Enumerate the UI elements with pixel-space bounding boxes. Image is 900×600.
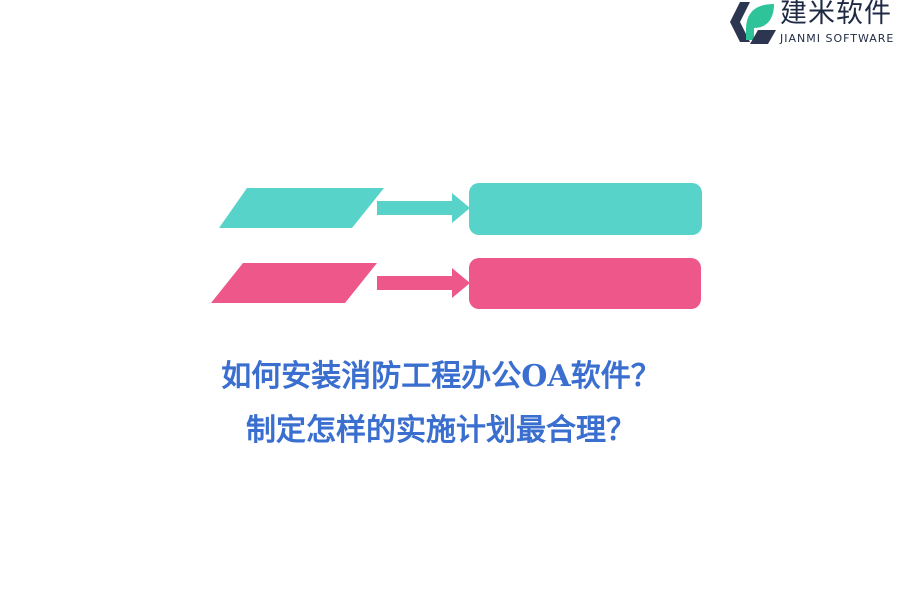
logo-title: 建米软件 [780, 0, 892, 29]
pink-box [469, 258, 701, 309]
pink-parallelogram [211, 263, 377, 303]
teal-parallelogram [219, 188, 384, 228]
teal-box [469, 183, 702, 235]
pink-arrow [377, 268, 470, 298]
caption-line-2: 制定怎样的实施计划最合理？ [246, 413, 636, 448]
caption-line-1: 如何安装消防工程办公OA软件？ [221, 359, 661, 394]
teal-arrow [377, 193, 470, 223]
logo-subtitle: JIANMI SOFTWARE [780, 32, 895, 45]
logo-mark-icon [730, 2, 776, 44]
brand-logo: 建米软件 JIANMI SOFTWARE [724, 0, 900, 48]
